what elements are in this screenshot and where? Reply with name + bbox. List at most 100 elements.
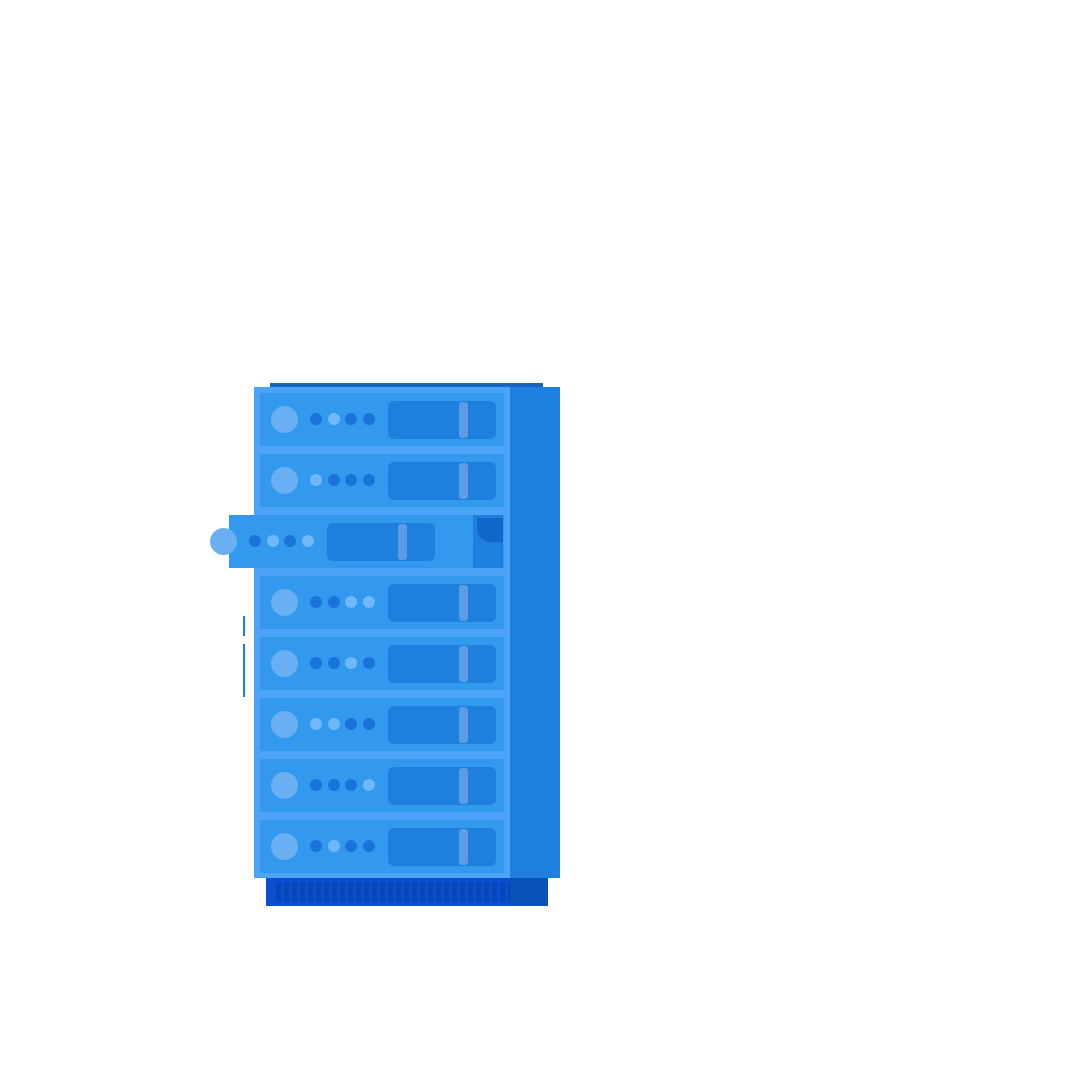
server-unit [260, 637, 504, 690]
vent-slot [436, 882, 441, 902]
vent-slot [300, 882, 305, 902]
status-led-icon [328, 840, 340, 852]
drive-handle [459, 402, 468, 438]
vent-slot [388, 882, 393, 902]
power-button-icon [271, 772, 298, 799]
status-led-icon [328, 596, 340, 608]
vent-slot [428, 882, 433, 902]
status-led-icon [328, 718, 340, 730]
power-button-icon [210, 528, 237, 555]
vent-slot [420, 882, 425, 902]
drive-bay [388, 828, 496, 866]
drive-bay [388, 462, 496, 500]
status-led-icon [310, 840, 322, 852]
motion-line [243, 644, 245, 697]
drive-bay [388, 645, 496, 683]
status-led-icon [302, 535, 314, 547]
vent-slot [396, 882, 401, 902]
server-unit [260, 393, 504, 446]
drive-bay [388, 706, 496, 744]
status-led-icon [345, 657, 357, 669]
status-led-icon [310, 596, 322, 608]
vent-slot [372, 882, 377, 902]
drive-bay [388, 401, 496, 439]
status-led-icon [345, 474, 357, 486]
status-led-icon [363, 718, 375, 730]
status-led-icon [249, 535, 261, 547]
rack-base [266, 878, 513, 906]
vent-slot [404, 882, 409, 902]
status-led-icon [345, 413, 357, 425]
drive-handle [398, 524, 407, 560]
vent-slot [484, 882, 489, 902]
vent-slot [460, 882, 465, 902]
drive-handle [459, 463, 468, 499]
server-unit [260, 454, 504, 507]
vent-slot [308, 882, 313, 902]
drive-handle [459, 829, 468, 865]
status-led-icon [310, 657, 322, 669]
vent-slot [292, 882, 297, 902]
power-button-icon [271, 406, 298, 433]
vent-slot [500, 882, 505, 902]
rack-base-side [510, 878, 548, 906]
rack-top-strip [270, 383, 543, 388]
vent-slot [332, 882, 337, 902]
server-unit [260, 698, 504, 751]
vent-slot [492, 882, 497, 902]
rack-slot-corner [473, 515, 503, 568]
status-led-icon [363, 840, 375, 852]
power-button-icon [271, 650, 298, 677]
drive-bay [388, 767, 496, 805]
vent-slot [316, 882, 321, 902]
vent-slot [468, 882, 473, 902]
status-led-icon [310, 413, 322, 425]
status-led-icon [310, 718, 322, 730]
vent-slot [340, 882, 345, 902]
drive-bay [388, 584, 496, 622]
power-button-icon [271, 589, 298, 616]
vent-slot [348, 882, 353, 902]
status-led-icon [345, 840, 357, 852]
server-unit [210, 515, 504, 568]
status-led-icon [310, 779, 322, 791]
status-led-icon [363, 413, 375, 425]
drive-handle [459, 707, 468, 743]
status-led-icon [363, 779, 375, 791]
power-button-icon [271, 833, 298, 860]
vent-slot [444, 882, 449, 902]
vent-slot [284, 882, 289, 902]
server-unit [260, 820, 504, 873]
server-unit [260, 759, 504, 812]
status-led-icon [328, 474, 340, 486]
status-led-icon [267, 535, 279, 547]
server-unit [260, 576, 504, 629]
status-led-icon [328, 779, 340, 791]
rack-side [510, 387, 560, 878]
status-led-icon [328, 657, 340, 669]
status-led-icon [345, 596, 357, 608]
vent-slot [452, 882, 457, 902]
vent-slot [356, 882, 361, 902]
vent-slot [412, 882, 417, 902]
vent-slot [364, 882, 369, 902]
drive-bay [327, 523, 435, 561]
vent-slot [476, 882, 481, 902]
status-led-icon [363, 596, 375, 608]
status-led-icon [328, 413, 340, 425]
status-led-icon [345, 718, 357, 730]
status-led-icon [345, 779, 357, 791]
drive-handle [459, 768, 468, 804]
status-led-icon [363, 474, 375, 486]
drive-handle [459, 585, 468, 621]
vent-slot [380, 882, 385, 902]
power-button-icon [271, 467, 298, 494]
status-led-icon [284, 535, 296, 547]
vent-slot [324, 882, 329, 902]
status-led-icon [363, 657, 375, 669]
drive-handle [459, 646, 468, 682]
status-led-icon [310, 474, 322, 486]
vent-slot [276, 882, 281, 902]
power-button-icon [271, 711, 298, 738]
motion-line [243, 616, 245, 636]
